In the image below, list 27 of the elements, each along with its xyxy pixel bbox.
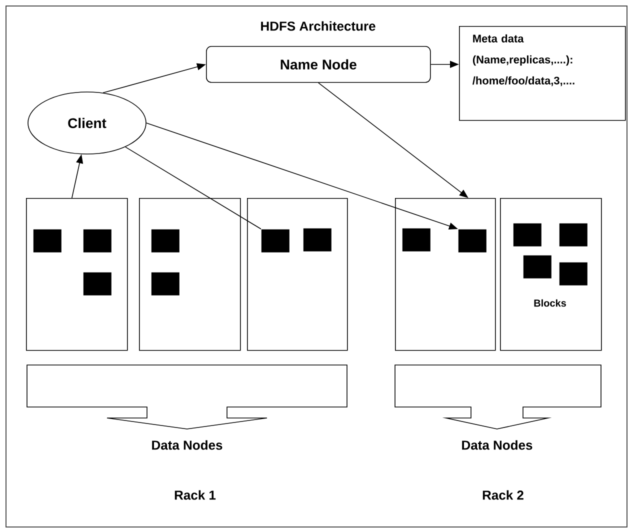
block bbox=[458, 229, 486, 252]
block bbox=[303, 228, 332, 252]
metadata-box: Meta data (Name,replicas,....): /home/foo/data,3,.... bbox=[459, 26, 626, 121]
block bbox=[261, 229, 290, 252]
block bbox=[559, 223, 588, 246]
rack-bar: Data Nodes bbox=[26, 364, 348, 450]
block bbox=[559, 262, 588, 286]
name-node-box: Name Node bbox=[206, 46, 431, 83]
data-node-box bbox=[395, 198, 496, 351]
block bbox=[151, 229, 180, 252]
block bbox=[83, 272, 112, 296]
block bbox=[402, 228, 430, 252]
block bbox=[513, 223, 542, 246]
data-node-box bbox=[26, 198, 128, 351]
data-node-box bbox=[247, 198, 348, 351]
node-label: Data Nodes bbox=[462, 440, 532, 450]
rack-bar: Data Nodes bbox=[394, 364, 602, 450]
data-node-box bbox=[139, 198, 241, 351]
data-node-box: Blocks bbox=[500, 198, 602, 351]
block bbox=[523, 255, 552, 278]
rack-label: Rack 2 bbox=[482, 490, 524, 500]
block bbox=[33, 229, 62, 252]
node-label: Data Nodes bbox=[152, 440, 222, 450]
block bbox=[151, 272, 180, 296]
rack-label: Rack 1 bbox=[174, 490, 216, 500]
title: HDFS Architecture bbox=[261, 21, 376, 31]
block bbox=[83, 229, 112, 252]
